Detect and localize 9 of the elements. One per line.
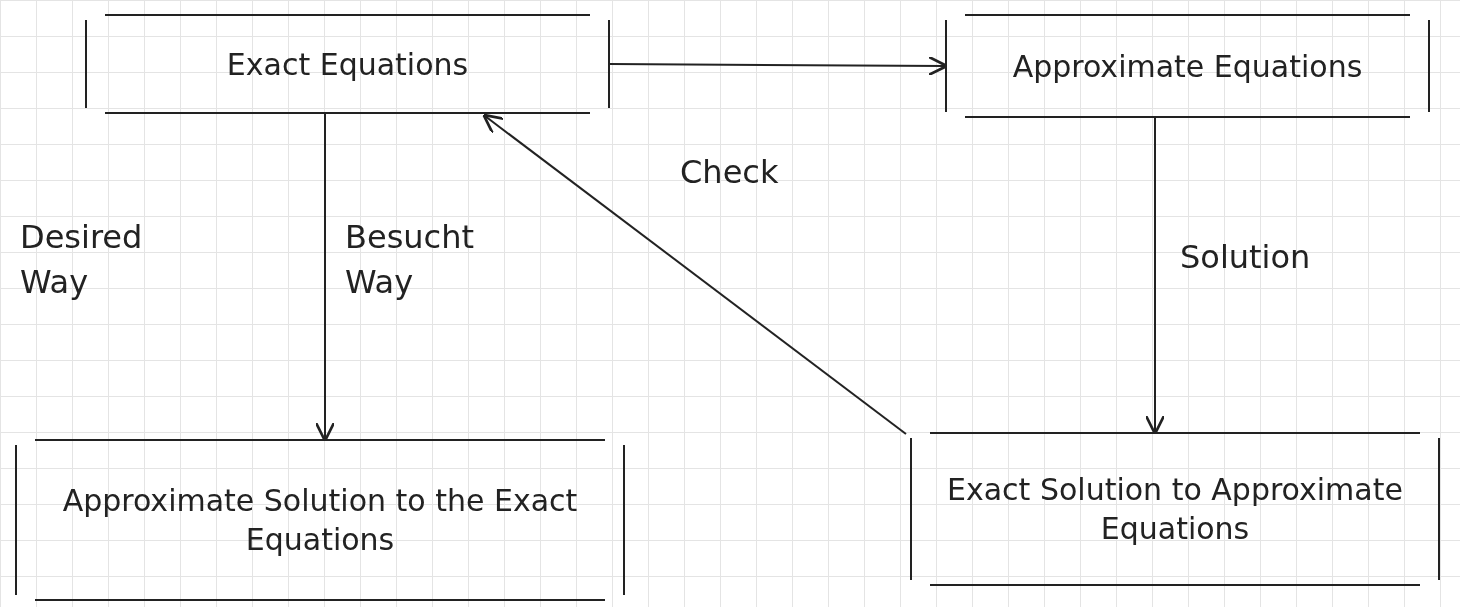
box-text: Approximate Equations [1012,47,1363,86]
path-label: Desired Way [20,217,144,303]
box-text: Approximate Solution to the Exact Equations [61,482,579,559]
edge-label: Solution [1180,237,1312,278]
edge-label: Besucht Way [345,217,475,303]
box-text: Exact Equations [226,45,469,84]
edge-label: Check [680,152,780,193]
box-text: Exact Solution to Approximate Equations [946,471,1404,548]
arrow [482,113,907,435]
